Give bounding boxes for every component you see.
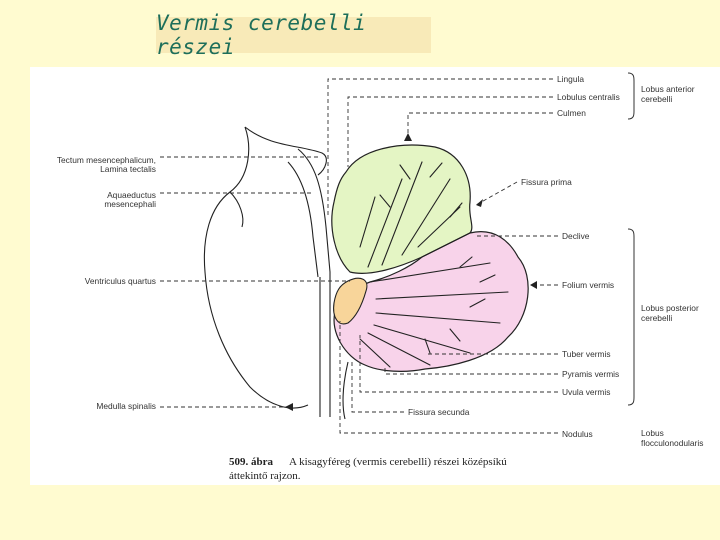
label-lobus-flocculo-line2: flocculonodularis bbox=[641, 438, 703, 448]
label-pyramis-vermis: Pyramis vermis bbox=[562, 369, 619, 379]
label-fissura-secunda: Fissura secunda bbox=[408, 407, 470, 417]
label-declive: Declive bbox=[562, 231, 590, 241]
label-nodulus: Nodulus bbox=[562, 429, 593, 439]
group-labels: Lobus anterior cerebelli Lobus posterior… bbox=[641, 84, 703, 448]
arrowheads bbox=[285, 133, 537, 411]
label-aquaeductus-line2: mesencephali bbox=[104, 199, 156, 209]
label-uvula-vermis: Uvula vermis bbox=[562, 387, 610, 397]
figure-panel: Tectum mesencephalicum, Lamina tectalis … bbox=[30, 67, 720, 485]
caption-number: 509. ábra bbox=[229, 456, 274, 468]
label-lingula: Lingula bbox=[557, 74, 584, 84]
cerebellum-diagram: Tectum mesencephalicum, Lamina tectalis … bbox=[57, 72, 703, 482]
label-lobus-anterior-line2: cerebelli bbox=[641, 94, 672, 104]
label-lobulus-centralis: Lobulus centralis bbox=[557, 92, 620, 102]
folia-lines bbox=[359, 161, 509, 368]
brainstem-outline bbox=[203, 126, 349, 420]
label-lobus-flocculo-line1: Lobus bbox=[641, 428, 664, 438]
label-medulla-spinalis: Medulla spinalis bbox=[96, 401, 156, 411]
label-culmen: Culmen bbox=[557, 108, 586, 118]
caption-line2: áttekintő rajzon. bbox=[229, 470, 301, 482]
label-tectum-line1: Tectum mesencephalicum, bbox=[57, 155, 156, 165]
label-ventriculus-quartus: Ventriculus quartus bbox=[85, 276, 156, 286]
nodulus-region bbox=[333, 277, 368, 325]
left-labels: Tectum mesencephalicum, Lamina tectalis … bbox=[57, 155, 156, 411]
label-folium-vermis: Folium vermis bbox=[562, 280, 614, 290]
label-lobus-posterior-line2: cerebelli bbox=[641, 313, 672, 323]
label-lobus-posterior-line1: Lobus posterior bbox=[641, 303, 699, 313]
left-leader-lines bbox=[160, 156, 350, 408]
label-aquaeductus-line1: Aquaeductus bbox=[107, 190, 156, 200]
label-lobus-anterior-line1: Lobus anterior bbox=[641, 84, 695, 94]
label-fissura-prima: Fissura prima bbox=[521, 177, 572, 187]
label-tuber-vermis: Tuber vermis bbox=[562, 349, 611, 359]
right-leader-lines bbox=[327, 78, 558, 434]
label-tectum-line2: Lamina tectalis bbox=[100, 164, 156, 174]
figure-caption: 509. ábra A kisagyféreg (vermis cerebell… bbox=[229, 456, 507, 482]
right-labels: Lingula Lobulus centralis Culmen Fissura… bbox=[408, 74, 620, 439]
lobe-brackets bbox=[627, 72, 635, 406]
caption-line1: A kisagyféreg (vermis cerebelli) részei … bbox=[289, 456, 507, 468]
slide-title: Vermis cerebelli részei bbox=[156, 11, 431, 59]
